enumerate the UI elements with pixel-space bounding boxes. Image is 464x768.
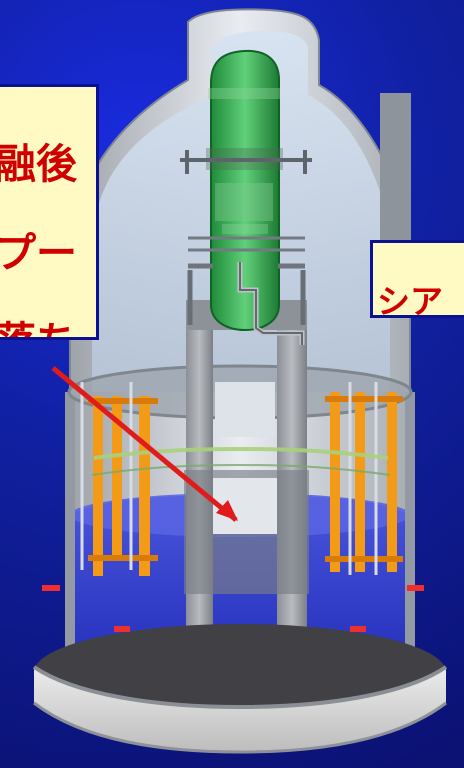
base-slab: [34, 667, 446, 752]
left-callout-line: 融後: [0, 139, 77, 188]
callout-arrowhead: [216, 500, 238, 521]
callout-arrow: [51, 366, 238, 522]
support-poles: [80, 382, 378, 575]
left-callout-box: 融後 プー 落ち 気 危険: [0, 84, 99, 340]
left-callout-line: プー: [0, 229, 77, 278]
floor-red-fittings: [42, 585, 424, 632]
left-vent-pipes: [88, 396, 158, 576]
base-ring-top: [34, 624, 446, 720]
right-callout-line: シア: [377, 282, 443, 318]
right-vent-pipes: [325, 392, 403, 572]
left-callout-line: 落ち: [0, 320, 96, 337]
right-callout-box: シア 機能: [370, 240, 464, 318]
reactor-vessel: [210, 49, 280, 332]
